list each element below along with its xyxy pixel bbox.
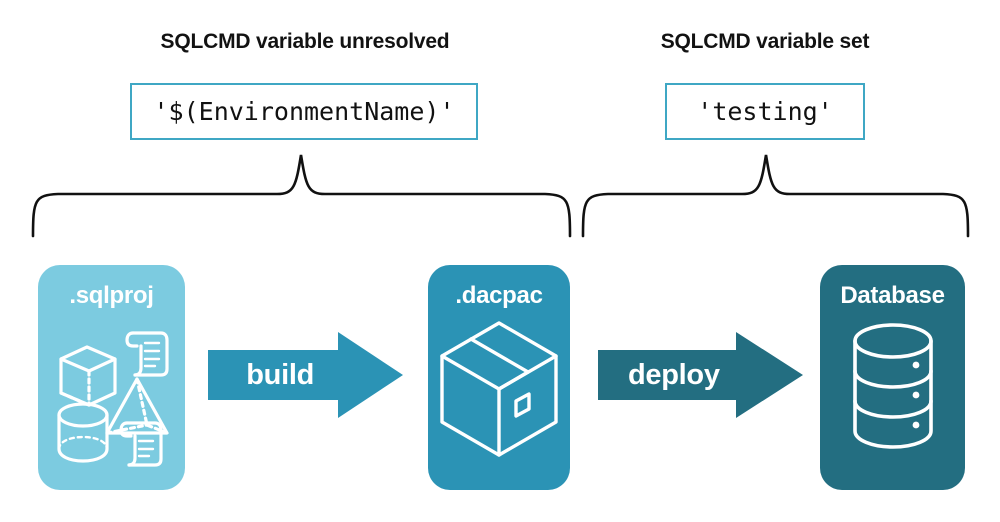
- artifact-label-dacpac: .dacpac: [455, 282, 543, 309]
- scroll-icon: [124, 331, 169, 377]
- artifact-box-database[interactable]: Database: [820, 265, 965, 490]
- cube-icon: [58, 345, 117, 407]
- section-heading-left: SQLCMD variable unresolved: [160, 30, 450, 53]
- arrow-deploy[interactable]: deploy: [598, 332, 803, 418]
- section-heading-right: SQLCMD variable set: [660, 30, 870, 53]
- database-cylinder-icon: [820, 317, 965, 490]
- arrow-right-icon: [598, 332, 803, 418]
- arrow-label-deploy: deploy: [628, 358, 720, 391]
- artifact-label-database: Database: [840, 282, 945, 309]
- arrow-label-build: build: [246, 358, 315, 391]
- database-stack-icon: [852, 323, 933, 449]
- code-value-box-right: 'testing': [665, 83, 865, 140]
- brace-left-icon: [31, 154, 572, 238]
- scroll-icon: [118, 421, 163, 467]
- brace-right-icon: [581, 154, 970, 238]
- artifact-box-dacpac[interactable]: .dacpac: [428, 265, 570, 490]
- artifact-label-sqlproj: .sqlproj: [69, 282, 154, 309]
- arrow-right-icon: [208, 332, 403, 418]
- arrow-build[interactable]: build: [208, 332, 403, 418]
- shipping-box-icon: [440, 321, 558, 457]
- cylinder-icon: [56, 402, 109, 463]
- code-value-box-left: '$(EnvironmentName)': [130, 83, 478, 140]
- sql-project-objects-icon: [38, 317, 185, 490]
- artifact-box-sqlproj[interactable]: .sqlproj: [38, 265, 185, 490]
- package-box-icon: [428, 317, 570, 490]
